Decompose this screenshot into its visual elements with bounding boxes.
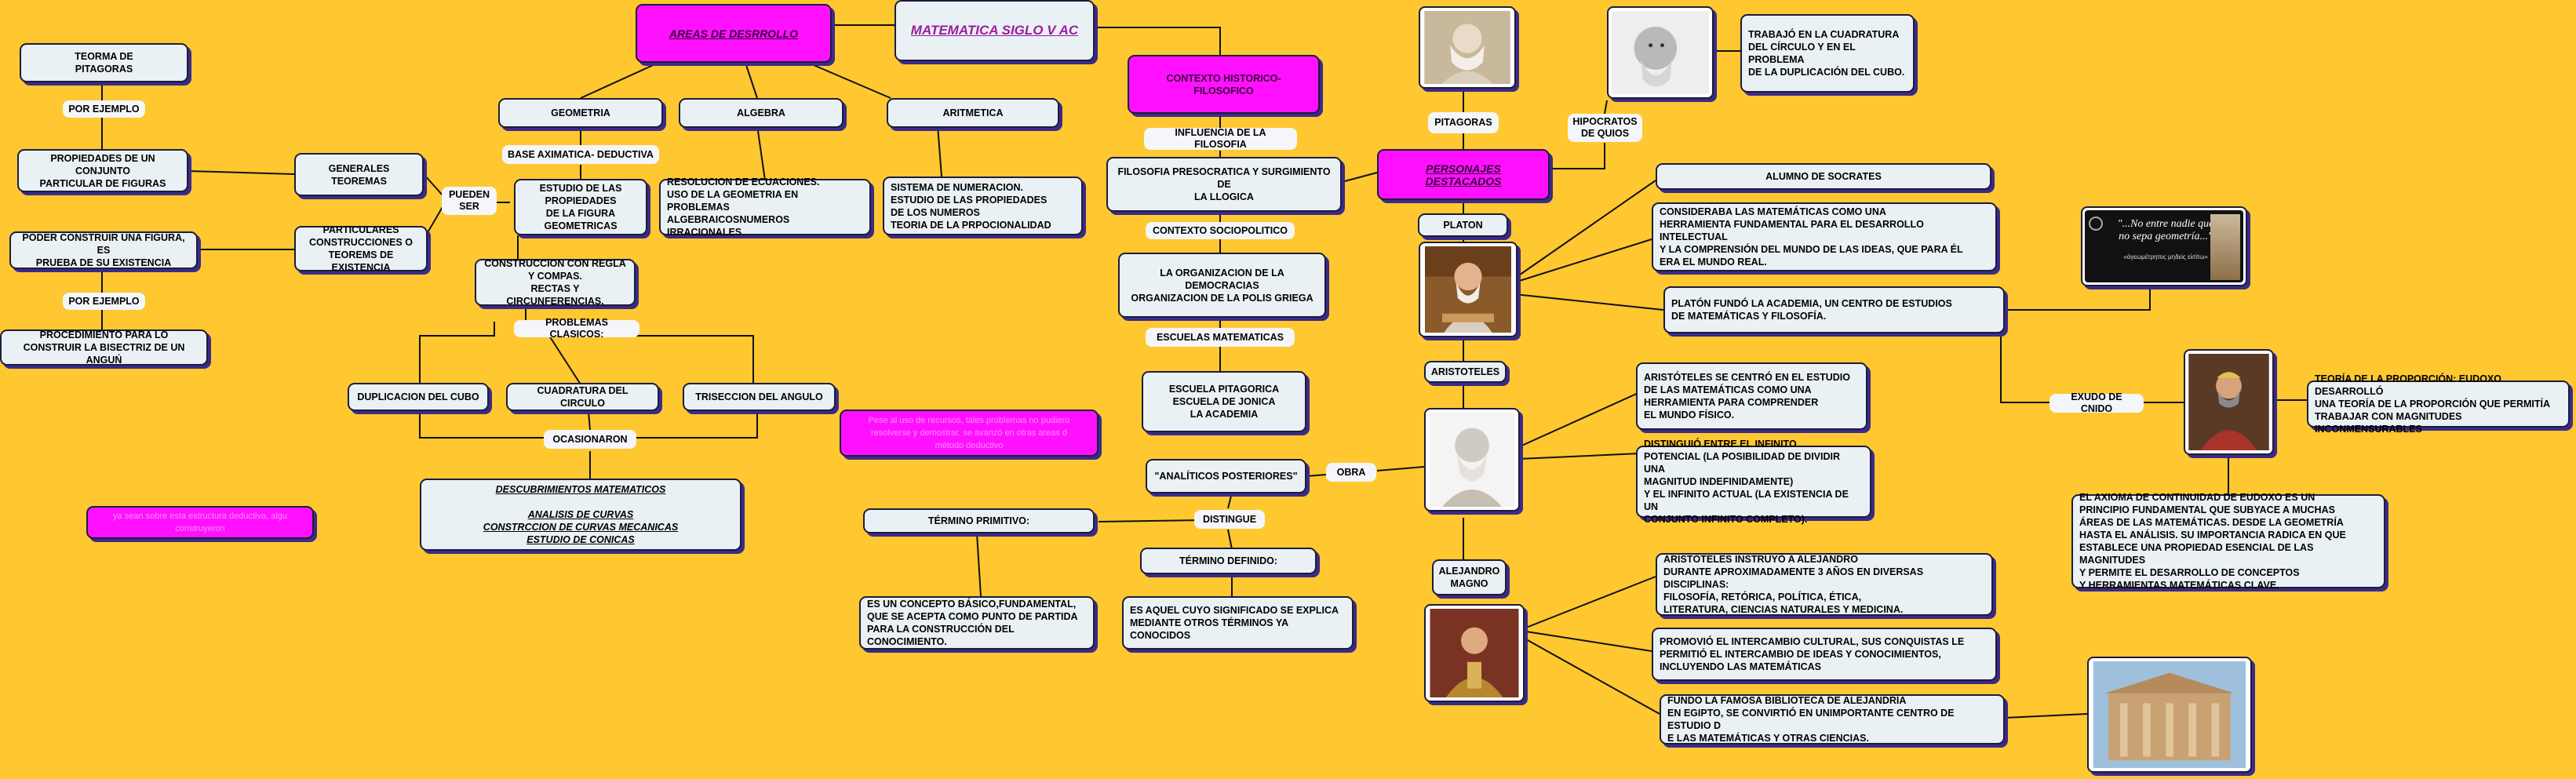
base-axiomatica-label: BASE AXIMATICA- DEDUCTIVA [502,145,659,164]
hipocrates-portrait [1607,6,1714,99]
pueden-ser-label: PUEDEN SER [442,187,497,215]
duplicacion-node: DUPLICACION DEL CUBO [348,383,489,411]
termino-definido-node: TÉRMINO DEFINIDO: [1140,548,1317,574]
hipocrates-desc-node: TRABAJÓ EN LA CUADRATURA DEL CÍRCULO Y E… [1740,14,1915,93]
democracia-node: LA ORGANIZACION DE LA DEMOCRACIAS ORGANI… [1118,253,1326,318]
ocasionaron-label: OCASIONARON [544,430,636,449]
pink-note-left: ya sean sobre esta estructura deductiva,… [86,506,314,539]
construccion-node: CONSTRUCCION CON REGLA Y COMPAS. RECTAS … [475,258,636,307]
eudoxo-portrait [2184,349,2274,455]
triseccion-node: TRISECCION DEL ANGULO [683,383,836,411]
por-ejemplo-label-2: POR EJEMPLO [63,293,145,310]
procedimiento-node: PROCEDIMIENTO PARA LO CONSTRUIR LA BISEC… [0,329,208,366]
termino-primitivo-node: TÉRMINO PRIMITIVO: [863,508,1095,533]
aristoteles-centro-node: ARISTÓTELES SE CENTRÓ EN EL ESTUDIO DE L… [1636,362,1867,430]
eudoxo-axioma-node: EL AXIOMA DE CONTINUIDAD DE EUDOXO ES UN… [2071,492,2385,591]
main-title: MATEMATICA SIGLO V AC [894,0,1095,61]
personajes-node: PERSONAJES DESTACADOS [1377,149,1550,200]
estudio-propiedades-node: ESTUDIO DE LAS PROPIEDADES DE LA FIGURA … [514,179,647,235]
areas-desarrollo-node: AREAS DE DESRROLLO [636,4,832,63]
alejandro-node: ALEJANDRO MAGNO [1432,559,1507,595]
academia-quote-image: "...No entre nadie que no sepa geometría… [2081,206,2247,286]
aristoteles-node: ARISTOTELES [1424,361,1507,383]
generales-teoremas-node: GENERALES TEOREMAS [294,153,424,196]
poder-construir-node: PODER CONSTRUIR UNA FIGURA, ES PRUEBA DE… [9,231,198,269]
obra-label: OBRA [1326,463,1376,482]
particulares-node: PARTICULARES CONSTRUCCIONES O TEOREMS DE… [294,224,428,273]
escuelas-lista-node: ESCUELA PITAGORICA ESCUELA DE JONICA LA … [1142,371,1306,432]
pitagoras-portrait [1419,6,1516,89]
contexto-historico-node: CONTEXTO HISTORICO- FILOSOFICO [1128,55,1320,114]
alejandro-biblioteca-node: FUNDO LA FAMOSA BIBLIOTECA DE ALEJANDRÍA… [1660,694,2005,744]
quote-greek: «ἀγεωμέτρητος μηδεὶς εἰσίτω» [2123,253,2208,260]
alejandro-portrait [1424,604,1525,702]
platon-consideraba-node: CONSIDERABA LAS MATEMÁTICAS COMO UNA HER… [1652,202,1997,271]
hipocrates-label: HIPOCRATOS DE QUIOS [1568,114,1642,142]
influencia-filosofia-label: INFLUENCIA DE LA FILOSOFIA [1144,127,1297,150]
platon-portrait [1419,242,1518,337]
alejandro-promovio-node: PROMOVIÓ EL INTERCAMBIO CULTURAL, SUS CO… [1652,628,1997,681]
aristoteles-portrait [1424,408,1520,511]
pink-note-center: Pese al uso de recursos, tales problemas… [840,410,1099,457]
descubrimientos-node: DESCUBRIMIENTOS MATEMATICOS ANALISIS DE … [420,479,741,551]
quote-text: "...No entre nadie que no sepa geometría… [2117,218,2214,242]
primitivo-def-node: ES UN CONCEPTO BÁSICO,FUNDAMENTAL, QUE S… [859,596,1095,650]
geometria-node: GEOMETRIA [498,98,663,128]
aristoteles-infinito-node: DISTINGUIÓ ENTRE EL INFINITO POTENCIAL (… [1636,439,1871,525]
contexto-sociopolitico-label: CONTEXTO SOCIOPOLITICO [1146,222,1295,239]
alejandro-instruyo-node: ARISTÓTELES INSTRUYÓ A ALEJANDRO DURANTE… [1656,553,1993,616]
filosofia-presocratica-node: FILOSOFIA PRESOCRATICA Y SURGIMIENTO DE … [1106,157,1342,212]
platon-node: PLATON [1418,213,1508,237]
teorema-pitagoras-node: TEORMA DE PITAGORAS [20,43,188,82]
quote-icon [2089,217,2103,231]
resolucion-node: RESOLUCION DE ECUACIONES. USO DE LA GEOM… [659,177,871,238]
definido-def-node: ES AQUEL CUYO SIGNIFICADO SE EXPLICA MED… [1122,596,1354,650]
eudoxo-teoria-node: TEORÍA DE LA PROPORCIÓN: EUDOXO DESARROL… [2307,373,2570,435]
eudoxo-label: EXUDO DE CNIDO [2050,391,2144,414]
aritmetica-node: ARITMETICA [887,98,1059,128]
platon-academia-node: PLATÓN FUNDÓ LA ACADEMIA, UN CENTRO DE E… [1663,286,2005,333]
biblioteca-image [2087,657,2252,773]
por-ejemplo-label-1: POR EJEMPLO [63,100,145,118]
analiticos-node: "ANALÍTICOS POSTERIORES" [1146,459,1306,493]
alumno-socrates-node: ALUMNO DE SOCRATES [1656,163,1991,190]
propiedades-conjunto-node: PROPIEDADES DE UN CONJUNTO PARTICULAR DE… [17,149,188,192]
algebra-node: ALGEBRA [679,98,843,128]
cuadratura-node: CUADRATURA DEL CIRCULO [506,383,659,411]
distingue-label: DISTINGUE [1194,510,1265,529]
pitagoras-label: PITAGORAS [1428,112,1499,133]
academia-painting [2210,214,2240,280]
problemas-clasicos-label: PROBLEMAS CLASICOS: [514,317,639,340]
escuelas-matematicas-label: ESCUELAS MATEMATICAS [1146,328,1295,347]
sistema-numeracion-node: SISTEMA DE NUMERACION. ESTUDIO DE LAS PR… [883,177,1083,235]
